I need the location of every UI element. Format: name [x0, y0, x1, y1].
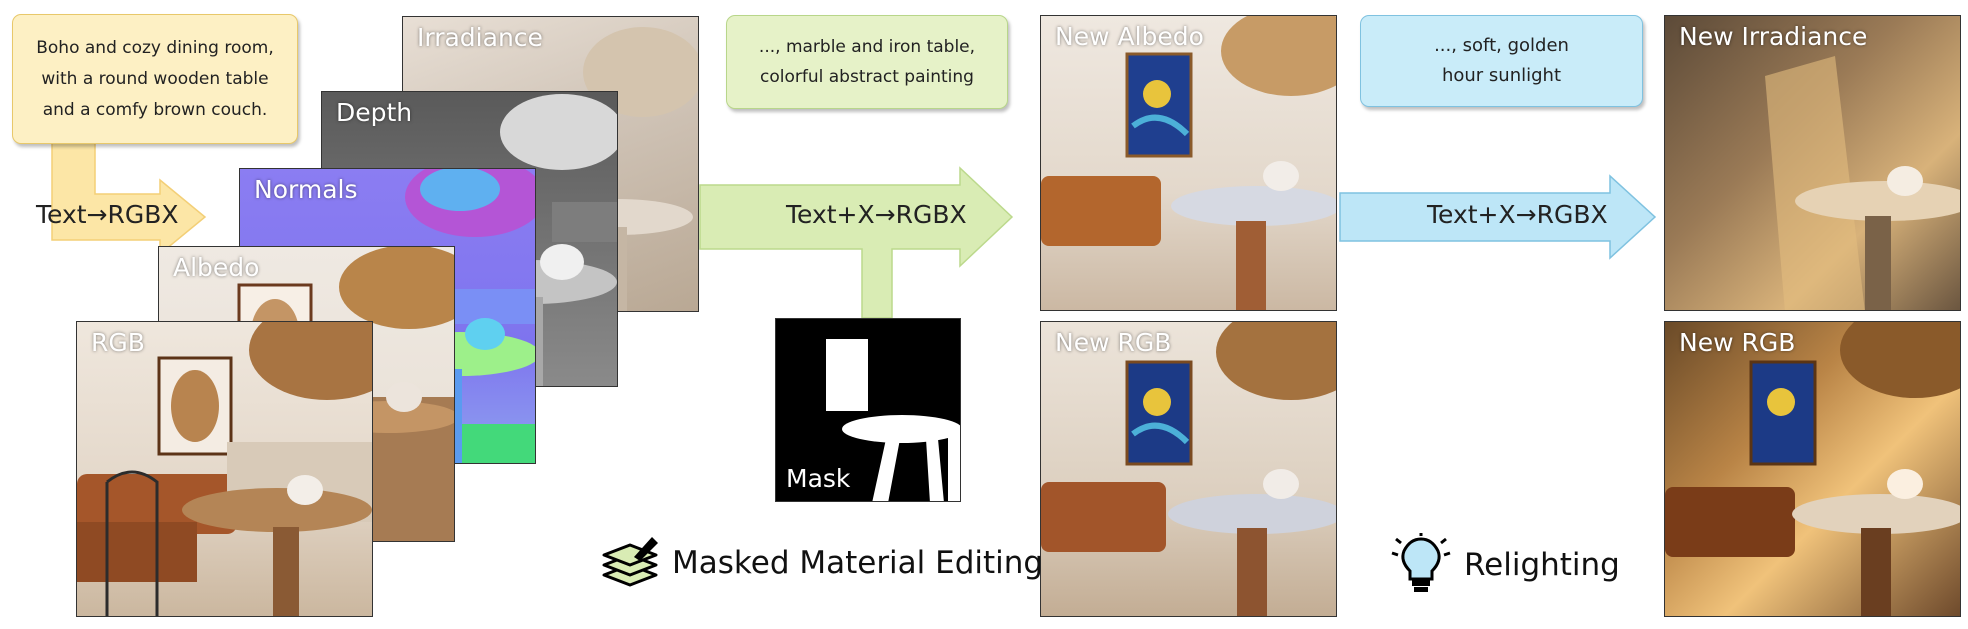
new-rgb-edit-label: New RGB [1055, 328, 1172, 357]
mask-panel: Mask [775, 318, 961, 502]
new-irradiance-label: New Irradiance [1679, 22, 1868, 51]
new-rgb-relight-panel: New RGB [1664, 321, 1961, 617]
lighting-prompt-note: ..., soft, golden hour sunlight [1360, 15, 1643, 107]
layers-pen-icon [600, 533, 660, 593]
new-rgb-edit-image [1041, 322, 1336, 616]
text-to-rgbx-label: Text→RGBX [36, 200, 179, 229]
new-irradiance-panel: New Irradiance [1664, 15, 1961, 311]
masked-editing-caption: Masked Material Editing [600, 533, 1043, 593]
albedo-label: Albedo [173, 253, 260, 282]
rgb-panel: RGB [76, 321, 373, 617]
initial-prompt-text: Boho and cozy dining room, with a round … [36, 37, 274, 120]
material-prompt-note: ..., marble and iron table, colorful abs… [726, 15, 1008, 109]
irradiance-label: Irradiance [417, 23, 543, 52]
mask-image [826, 339, 960, 501]
masked-editing-text: Masked Material Editing [672, 545, 1044, 581]
depth-label: Depth [336, 98, 413, 127]
new-rgb-relight-label: New RGB [1679, 328, 1796, 357]
relighting-text: Relighting [1464, 547, 1620, 583]
initial-prompt-note: Boho and cozy dining room, with a round … [12, 14, 298, 144]
lightbulb-icon [1388, 533, 1454, 597]
new-irradiance-image [1765, 56, 1960, 310]
edit-arrow [699, 166, 1014, 319]
new-albedo-image [1041, 16, 1336, 310]
rgb-label: RGB [91, 328, 145, 357]
new-albedo-label: New Albedo [1055, 22, 1204, 51]
lighting-prompt-text: ..., soft, golden hour sunlight [1434, 35, 1569, 86]
rgb-image [77, 322, 372, 616]
new-albedo-panel: New Albedo [1040, 15, 1337, 311]
normals-label: Normals [254, 175, 358, 204]
mask-label: Mask [786, 464, 851, 493]
relight-arrow-label: Text+X→RGBX [1427, 200, 1608, 229]
relight-arrow [1339, 174, 1657, 260]
edit-arrow-label: Text+X→RGBX [786, 200, 967, 229]
relighting-caption: Relighting [1388, 533, 1620, 597]
text-to-rgbx-arrow [51, 111, 207, 256]
material-prompt-text: ..., marble and iron table, colorful abs… [758, 37, 976, 87]
new-rgb-edit-panel: New RGB [1040, 321, 1337, 617]
new-rgb-relight-image [1665, 322, 1960, 616]
